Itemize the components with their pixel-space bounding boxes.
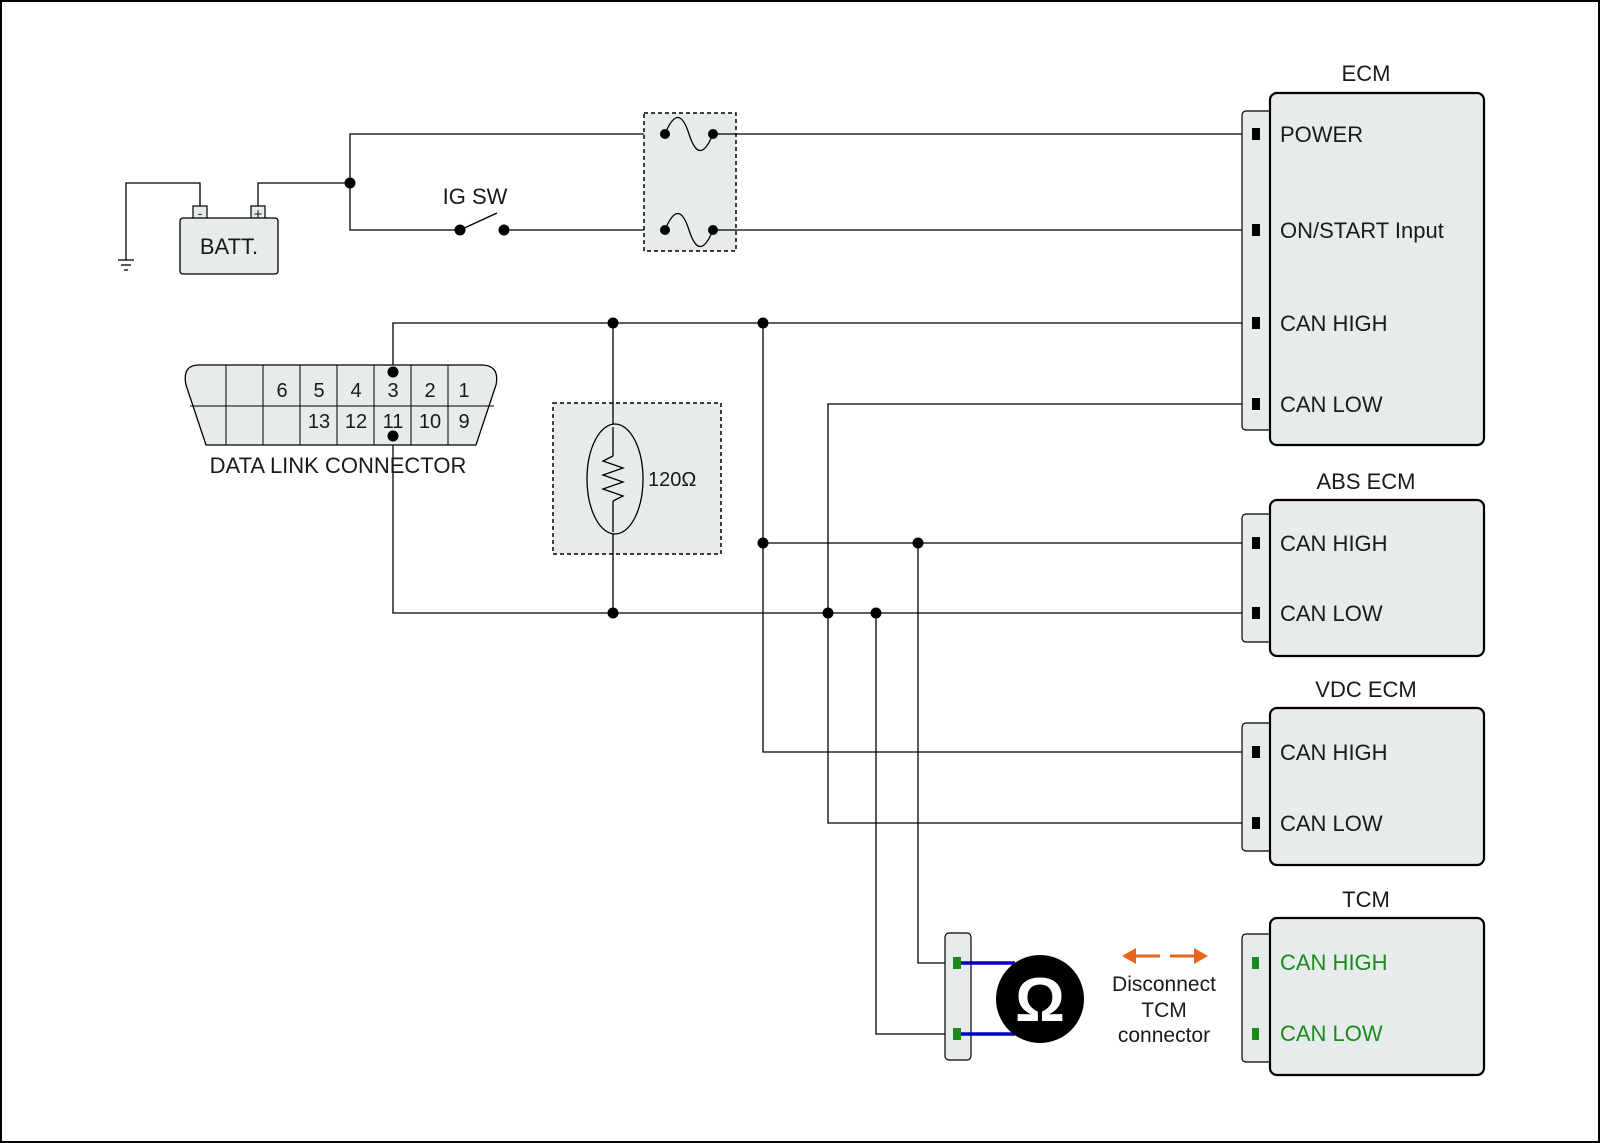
can-low-main-wire [392,436,1255,614]
connector-pin [1252,817,1260,829]
pin-label: CAN LOW [1280,601,1383,626]
battery-plus-sign: + [254,206,263,223]
battery-minus-sign: - [198,205,203,221]
resistor-icon [601,455,625,502]
module-title: TCM [1342,887,1390,912]
module-title: ABS ECM [1316,469,1415,494]
connector-pin [1252,746,1260,758]
pin-label: CAN LOW [1280,392,1383,417]
dlc-pin: 9 [458,411,469,433]
dlc-pin-11-junction [387,430,399,442]
connector-pin [1252,1028,1259,1040]
ground-icon [118,259,134,271]
dlc-outline [184,364,498,446]
module-abs-ecm: ABS ECM CAN HIGH CAN LOW [1241,469,1486,658]
disconnect-note: Disconnect TCM connector [1112,948,1216,1047]
data-link-connector: 6 5 4 3 2 1 13 12 11 10 9 DATA LINK CONN… [184,364,498,478]
ignition-switch-label: IG SW [443,184,508,209]
dlc-pin: 3 [387,380,398,402]
connector-pin [1252,398,1260,410]
harness-pin [953,1028,961,1040]
can-high-main-wire [392,322,1255,372]
can-high-branch-wire [762,323,1255,753]
wire-junction [607,317,619,329]
wire-junction [757,537,769,549]
battery-circuit: - + BATT. IG SW [118,112,1255,275]
fuse-icon [660,212,718,248]
pin-label: CAN LOW [1280,1021,1383,1046]
dlc-label: DATA LINK CONNECTOR [210,453,467,478]
wire-junction [822,607,834,619]
harness-pin [953,957,961,969]
connector-tab [1241,110,1273,431]
battery-positive-wire [257,182,350,210]
dlc-pin: 1 [458,380,469,402]
resistor-label: 120Ω [648,469,696,491]
power-wire-switched-in [349,183,459,231]
ground-wire [125,182,201,260]
connector-pin [1252,537,1260,549]
wire-junction [607,607,619,619]
connector-pin [1252,607,1260,619]
module-ecm: ECM POWER ON/START Input CAN HIGH CAN LO… [1241,61,1486,447]
pin-label: CAN LOW [1280,811,1383,836]
power-wire-direct [349,133,665,183]
can-bus-wires [392,317,1255,1035]
connector-tab [1241,933,1273,1063]
ohmmeter-icon [996,955,1084,1043]
harness-connector [944,932,972,1061]
pin-label: CAN HIGH [1280,531,1388,556]
wire-junction [870,607,882,619]
disconnect-note-line: connector [1118,1024,1210,1047]
power-junction [344,177,356,189]
terminating-resistor: 120Ω [552,402,722,555]
connector-pin [1252,224,1260,236]
connector-pin [1252,317,1260,329]
connector-pin [1252,957,1259,969]
module-box [1268,498,1486,658]
tcm-can-high-probe-wire [917,543,956,964]
battery-label: BATT. [200,234,258,259]
dlc-pin: 5 [313,380,324,402]
ohmmeter-symbol: Ω [1015,966,1065,1035]
module-vdc-ecm: VDC ECM CAN HIGH CAN LOW [1241,677,1486,867]
module-box [1268,91,1486,447]
disconnect-arrow-icon [1122,948,1208,964]
module-box [1268,916,1486,1077]
battery-icon [179,217,279,275]
dlc-pin: 10 [419,411,441,433]
wire-junction [912,537,924,549]
module-title: ECM [1342,61,1391,86]
dlc-pin: 6 [276,380,287,402]
dlc-pin: 4 [350,380,361,402]
module-box [1268,706,1486,867]
dlc-pin: 13 [308,411,330,433]
pin-label: CAN HIGH [1280,311,1388,336]
connector-tab [1241,722,1273,852]
module-title: VDC ECM [1315,677,1416,702]
tcm-can-low-probe-wire [875,613,956,1035]
pin-label: CAN HIGH [1280,950,1388,975]
ohmmeter-test: Ω [944,932,1084,1061]
connector-pin [1252,128,1260,140]
disconnect-note-line: Disconnect [1112,973,1216,996]
module-tcm: TCM CAN HIGH CAN LOW [1241,887,1486,1077]
disconnect-note-line: TCM [1141,999,1187,1022]
pin-label: CAN HIGH [1280,740,1388,765]
dlc-pin-3-junction [387,366,399,378]
pin-label: POWER [1280,122,1363,147]
pin-label: ON/START Input [1280,218,1444,243]
dlc-pin: 2 [424,380,435,402]
connector-tab [1241,513,1273,643]
wire-junction [757,317,769,329]
dlc-pin: 11 [383,411,404,433]
dlc-pin: 12 [345,411,367,433]
